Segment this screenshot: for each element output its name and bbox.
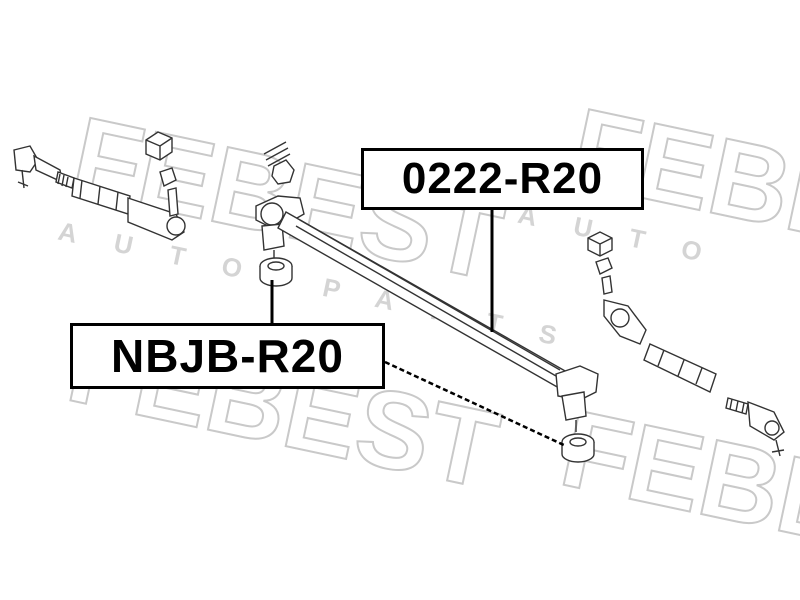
part-number-label-nbjb: NBJB-R20 (70, 323, 385, 389)
right-tie-rod-end (603, 299, 785, 457)
right-center-joint (555, 365, 599, 432)
leader-lines (270, 209, 567, 448)
leader-nbjb-lower (384, 360, 567, 448)
bushing-upper (259, 257, 293, 287)
part-number-label-0222: 0222-R20 (361, 148, 644, 210)
bushing-lower (561, 433, 595, 463)
center-cotter-pin (263, 141, 295, 185)
left-tie-rod-end (13, 145, 186, 241)
center-tie-rod (277, 211, 575, 393)
left-bolt-and-nut (145, 131, 179, 217)
right-nut (587, 231, 613, 295)
